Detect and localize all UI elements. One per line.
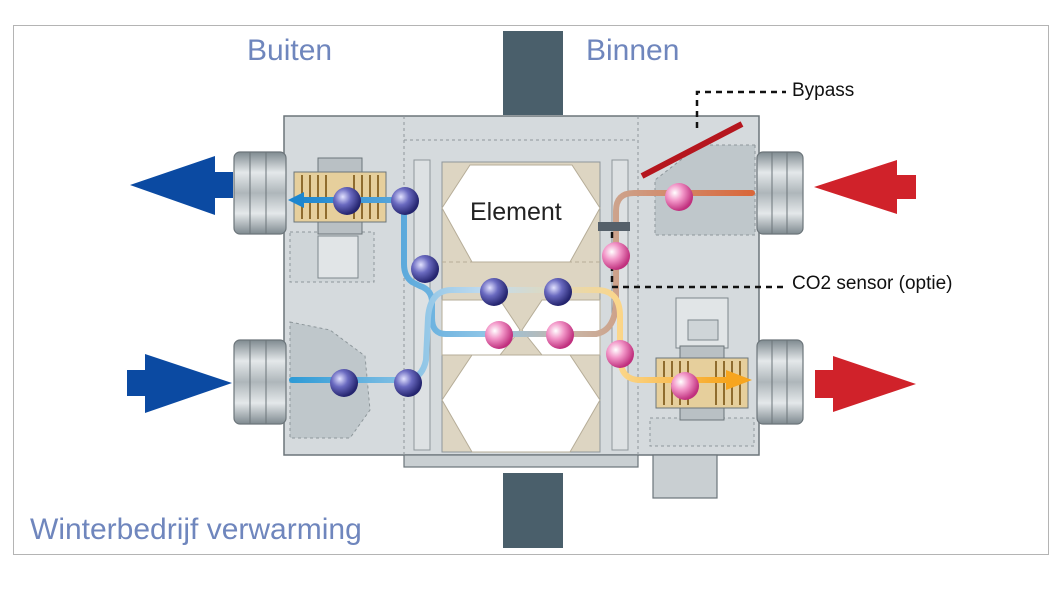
particle-warm bbox=[606, 340, 634, 368]
particles-warm bbox=[485, 183, 699, 400]
particle-cold bbox=[391, 187, 419, 215]
particle-warm bbox=[485, 321, 513, 349]
fresh-air-intake-arrow bbox=[127, 354, 232, 413]
airflow-supply-arrowhead bbox=[726, 370, 752, 390]
duct-intake-outside bbox=[233, 339, 287, 425]
particle-warm bbox=[671, 372, 699, 400]
supply-air-inside-arrow bbox=[815, 356, 916, 412]
outside-label: Buiten bbox=[247, 34, 333, 67]
duct-exhaust-outside bbox=[233, 151, 287, 235]
wall-lower bbox=[503, 473, 563, 548]
operating-mode-label: Winterbedrijf verwarming bbox=[30, 513, 362, 546]
airflow-supply-path bbox=[289, 287, 731, 383]
particle-cold bbox=[333, 187, 361, 215]
inside-label: Binnen bbox=[586, 34, 680, 67]
co2-sensor bbox=[598, 222, 630, 231]
particle-cold bbox=[394, 369, 422, 397]
element-label: Element bbox=[470, 198, 562, 226]
bypass-damper bbox=[640, 121, 744, 179]
bypass-label: Bypass bbox=[792, 80, 855, 101]
extract-air-inside-arrow bbox=[814, 160, 916, 214]
duct-extract-inside bbox=[756, 151, 804, 235]
airflow-exhaust-arrowhead bbox=[288, 192, 304, 208]
particle-cold bbox=[330, 369, 358, 397]
particle-warm bbox=[546, 321, 574, 349]
exhaust-air-outside-arrow bbox=[130, 156, 233, 215]
particle-cold bbox=[411, 255, 439, 283]
co2-sensor-label: CO2 sensor (optie) bbox=[792, 273, 953, 294]
wall-upper bbox=[503, 31, 563, 115]
particle-cold bbox=[544, 278, 572, 306]
particle-warm bbox=[665, 183, 693, 211]
co2-sensor-leader-line bbox=[610, 232, 786, 289]
particle-warm bbox=[602, 242, 630, 270]
particles-cold bbox=[330, 187, 572, 397]
particle-cold bbox=[480, 278, 508, 306]
bypass-leader-line bbox=[695, 90, 786, 128]
duct-supply-inside bbox=[756, 339, 804, 425]
